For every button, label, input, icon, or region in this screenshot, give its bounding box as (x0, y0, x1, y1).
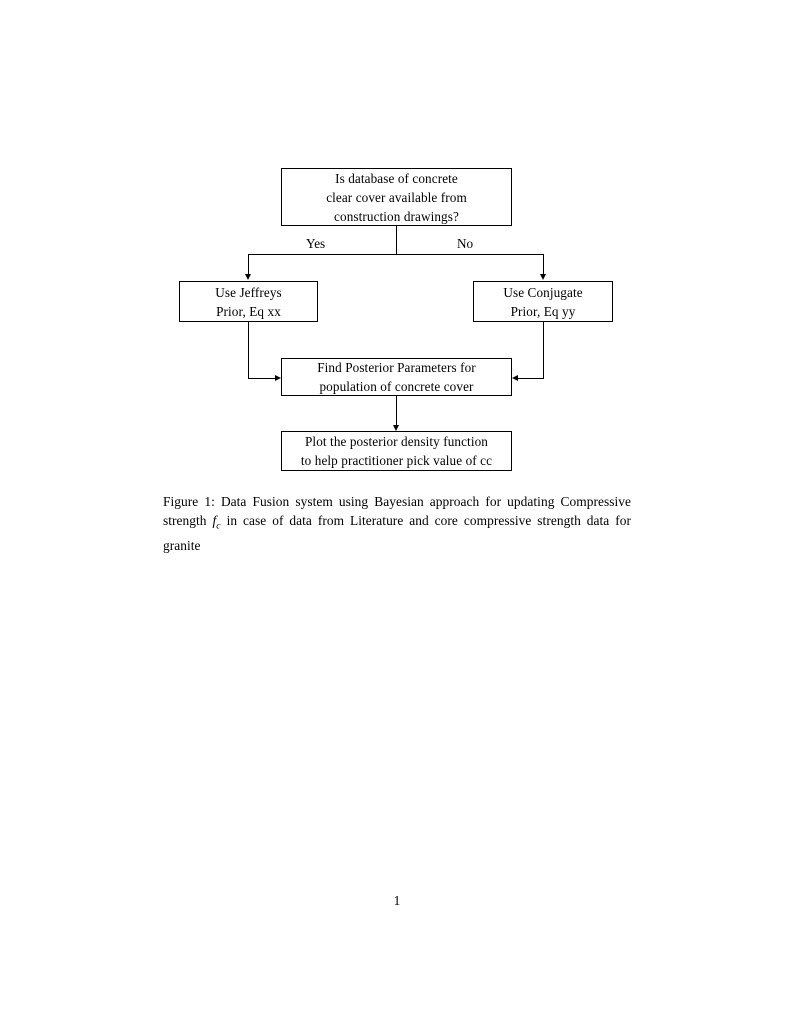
node-conjugate-line-1: Use Conjugate (503, 284, 583, 300)
caption-text-part-1: Data Fusion system using Bayesian approa… (163, 494, 631, 529)
node-jeffreys-line-2: Prior, Eq xx (216, 303, 281, 319)
caption-label: Figure 1: (163, 494, 215, 509)
connector-jeffreys-down (248, 322, 249, 379)
flow-node-decision[interactable]: Is database of concrete clear cover avai… (281, 168, 512, 226)
flow-node-conjugate-prior[interactable]: Use Conjugate Prior, Eq yy (473, 281, 613, 322)
figure-flowchart: Is database of concrete clear cover avai… (0, 0, 794, 500)
arrowhead-into-plot (393, 425, 399, 431)
arrowhead-posterior-left (275, 375, 281, 381)
edge-label-yes: Yes (306, 236, 326, 251)
figure-caption: Figure 1: Data Fusion system using Bayes… (163, 492, 631, 556)
connector-decision-stem (396, 226, 397, 255)
connector-yes-drop (248, 254, 249, 274)
connector-split-bar (248, 254, 544, 255)
caption-math-symbol: fc (212, 513, 221, 532)
connector-jeffreys-right (248, 378, 275, 379)
page-number: 1 (393, 893, 401, 908)
node-plot-line-1: Plot the posterior density function (305, 434, 488, 449)
connector-posterior-to-plot (396, 396, 397, 425)
arrowhead-posterior-right (512, 375, 518, 381)
node-decision-line-1: Is database of concrete (335, 170, 458, 186)
caption-math-base: f (212, 513, 217, 529)
node-conjugate-line-2: Prior, Eq yy (510, 303, 576, 319)
connector-conjugate-down (543, 322, 544, 379)
caption-math-subscript: c (216, 520, 221, 532)
caption-text-part-2: in case of data from Literature and core… (163, 513, 631, 554)
node-decision-line-3: construction drawings? (334, 208, 459, 224)
flow-node-plot-density[interactable]: Plot the posterior density function to h… (281, 431, 512, 471)
edge-label-no: No (457, 236, 474, 251)
node-jeffreys-line-1: Use Jeffreys (215, 284, 282, 300)
node-posterior-line-2: population of concrete cover (319, 379, 474, 394)
arrowhead-into-jeffreys (245, 274, 251, 280)
node-decision-line-2: clear cover available from (326, 189, 467, 205)
node-plot-line-2: to help practitioner pick value of cc (300, 453, 493, 468)
node-posterior-line-1: Find Posterior Parameters for (317, 360, 476, 375)
flow-node-find-posterior[interactable]: Find Posterior Parameters for population… (281, 358, 512, 396)
arrowhead-into-conjugate (540, 274, 546, 280)
flow-node-jeffreys-prior[interactable]: Use Jeffreys Prior, Eq xx (179, 281, 318, 322)
connector-no-drop (543, 254, 544, 274)
connector-conjugate-left (518, 378, 544, 379)
